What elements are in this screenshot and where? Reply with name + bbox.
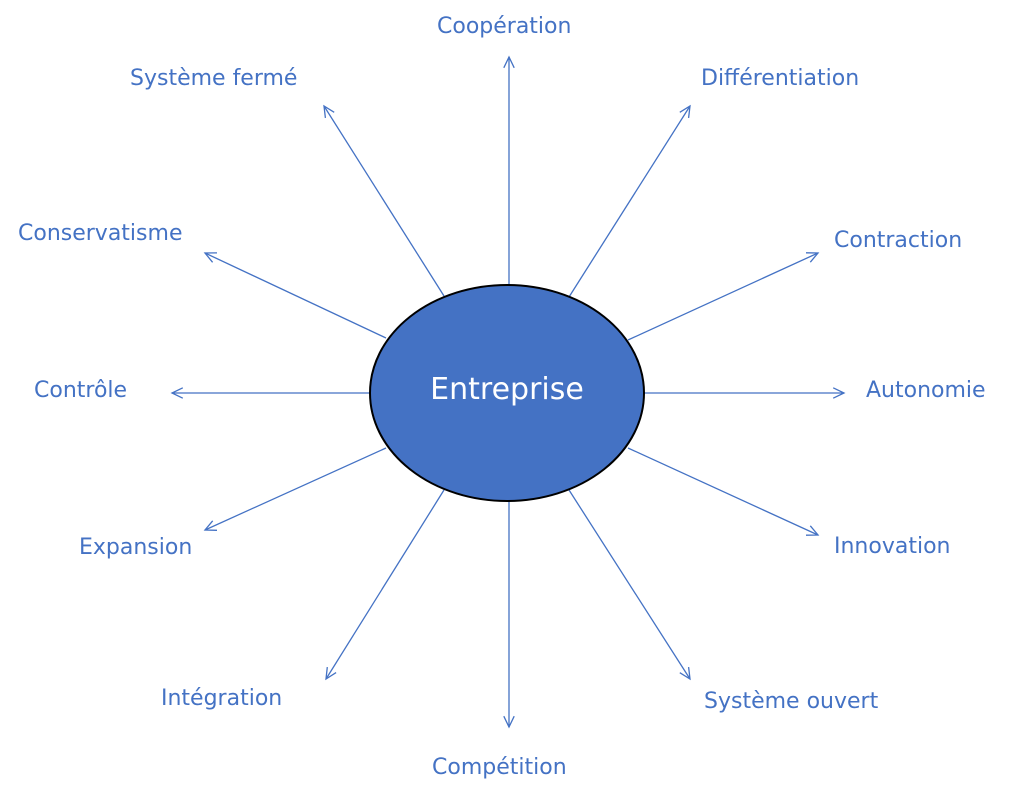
label-cooperation: Coopération <box>437 14 572 39</box>
label-competition: Compétition <box>432 755 567 780</box>
arrowhead-top <box>503 55 515 69</box>
label-controle: Contrôle <box>34 378 128 403</box>
label-contraction: Contraction <box>834 228 963 253</box>
arrow-lower-right <box>627 447 819 536</box>
label-systeme-ferme: Système fermé <box>130 66 298 91</box>
arrow-group <box>170 55 846 729</box>
arrow-top-right <box>568 105 691 298</box>
arrowhead-upper-right <box>805 252 820 263</box>
arrow-upper-right <box>627 252 819 341</box>
label-integration: Intégration <box>161 686 283 711</box>
arrowhead-upper-left <box>203 252 218 263</box>
label-expansion: Expansion <box>79 535 193 560</box>
label-differentiation: Différentiation <box>701 66 860 91</box>
arrow-top-left <box>323 105 445 297</box>
arrow-bottom-left <box>325 489 445 680</box>
label-systeme-ouvert: Système ouvert <box>704 689 879 714</box>
arrowhead-lower-right <box>805 525 820 536</box>
arrowhead-bottom-right <box>679 667 691 681</box>
center-label: Entreprise <box>430 372 584 407</box>
arrowhead-top-right <box>679 104 691 118</box>
arrow-upper-left <box>204 252 387 339</box>
arrowhead-left <box>170 387 184 399</box>
arrowhead-top-left <box>323 104 335 118</box>
arrowhead-bottom <box>503 715 515 729</box>
arrow-lower-left <box>204 447 387 531</box>
center-ellipse <box>369 284 645 502</box>
arrowhead-lower-left <box>203 520 218 531</box>
arrow-bottom-right <box>568 489 691 680</box>
label-autonomie: Autonomie <box>866 378 986 403</box>
arrowhead-right <box>832 387 846 399</box>
arrowhead-bottom-left <box>325 667 337 681</box>
label-conservatisme: Conservatisme <box>18 221 183 246</box>
label-innovation: Innovation <box>834 534 951 559</box>
